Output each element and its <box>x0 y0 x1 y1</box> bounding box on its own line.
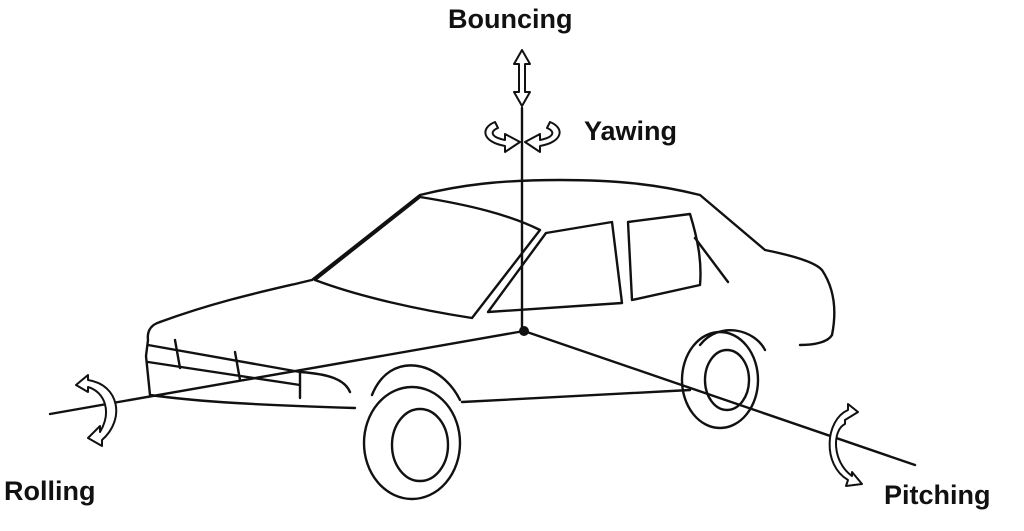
front-wheel <box>362 385 462 501</box>
car-outline <box>144 178 836 410</box>
rolling-label: Rolling <box>4 476 96 506</box>
pitching-label: Pitching <box>884 480 991 510</box>
center-of-gravity-dot <box>519 326 529 336</box>
rear-wheel <box>680 330 760 430</box>
rolling-arrow-icon <box>75 374 118 447</box>
pitching-arrow-icon <box>828 403 863 487</box>
yawing-arrow-icon <box>484 121 561 153</box>
axes <box>48 106 917 467</box>
bouncing-arrow-icon <box>513 49 531 107</box>
bouncing-label: Bouncing <box>448 4 573 34</box>
yawing-label: Yawing <box>584 116 678 146</box>
